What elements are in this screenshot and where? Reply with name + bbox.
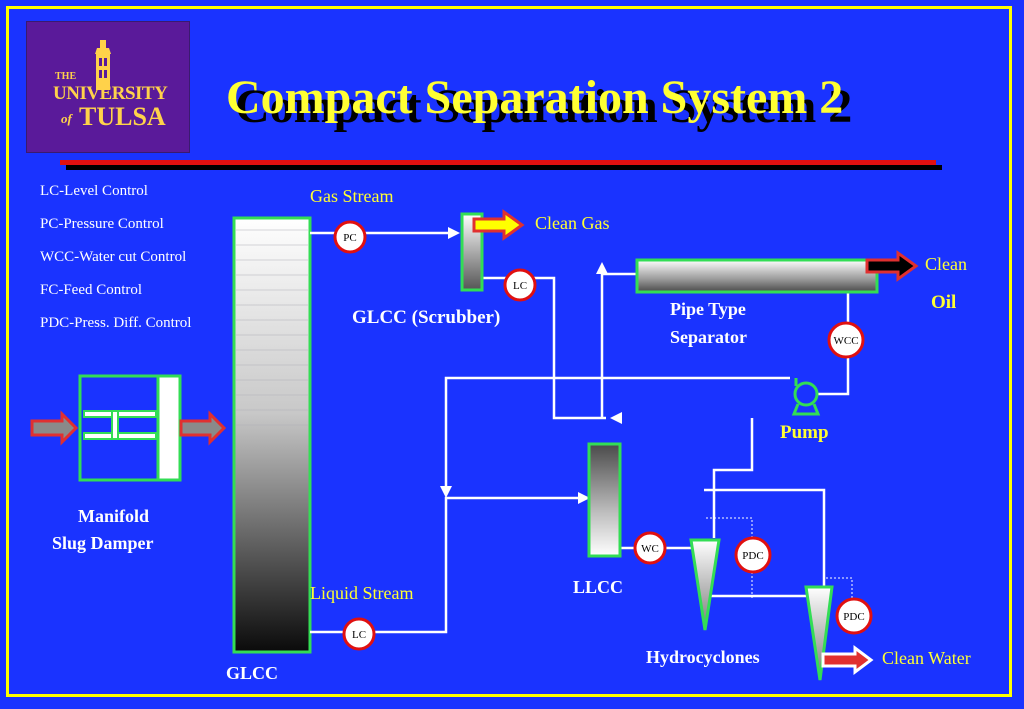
- lc-bottom-controller: LC: [342, 617, 376, 651]
- llcc-vessel: [587, 442, 622, 558]
- legend-wcc: WCC-Water cut Control: [40, 249, 187, 265]
- pump-label: Pump: [780, 422, 829, 443]
- title-shadow: Compact Separation System 2: [235, 80, 853, 133]
- lc-scrubber-controller: LC: [503, 268, 537, 302]
- glcc-scrubber-vessel: [460, 212, 484, 292]
- hydrocyclone-1: [689, 538, 721, 631]
- clean-oil-label-2: Oil: [931, 292, 957, 313]
- glcc-column: [232, 216, 312, 654]
- llcc-label: LLCC: [573, 577, 624, 597]
- logo-the: THE: [55, 71, 77, 82]
- wc-label: WC: [641, 543, 659, 555]
- lc-scrubber-label: LC: [513, 280, 527, 292]
- pdc-controller-1: PDC: [734, 536, 772, 574]
- title-underline-shadow: [66, 165, 942, 170]
- wcc-controller: WCC: [827, 321, 865, 359]
- pipe-type-separator: [635, 258, 879, 294]
- slug-damper-label: Slug Damper: [52, 533, 154, 553]
- logo-university: UNIVERSITY: [53, 83, 168, 104]
- title-block: Compact Separation System 2 Compact Sepa…: [226, 70, 926, 140]
- clean-gas-arrow: [472, 209, 525, 241]
- manifold-label: Manifold: [78, 506, 150, 526]
- page-title: Compact Separation System 2: [226, 71, 844, 124]
- slide-border: [6, 6, 1012, 697]
- inlet-arrow: [30, 410, 79, 446]
- clean-water-label: Clean Water: [882, 648, 971, 668]
- clean-oil-arrow: [865, 250, 919, 282]
- manifold-outlet-arrow: [179, 410, 227, 446]
- tower-icon: [95, 40, 111, 90]
- gas-stream-label: Gas Stream: [310, 186, 394, 206]
- university-logo: THE UNIVERSITY of TULSA: [26, 21, 190, 153]
- legend-lc: LC-Level Control: [40, 183, 148, 199]
- hydrocyclone-2: [804, 585, 834, 681]
- pump-icon: [791, 378, 821, 416]
- process-lines: [310, 231, 850, 634]
- lc-bottom-label: LC: [352, 629, 366, 641]
- clean-water-arrow: [821, 645, 874, 675]
- glcc-label: GLCC: [226, 663, 279, 683]
- glcc-scrubber-label: GLCC (Scrubber): [352, 307, 501, 328]
- legend-fc: FC-Feed Control: [40, 282, 143, 298]
- hydrocyclones-label: Hydrocyclones: [646, 647, 760, 667]
- wc-controller: WC: [633, 531, 667, 565]
- pc-controller-label: PC: [343, 232, 356, 244]
- pdc1-label: PDC: [742, 550, 763, 562]
- liquid-stream-label: Liquid Stream: [310, 583, 414, 603]
- pdc-controller-2: PDC: [835, 597, 873, 635]
- flow-arrowheads: [440, 227, 622, 504]
- logo-of: of: [61, 111, 72, 126]
- logo-tulsa: TULSA: [79, 102, 166, 131]
- separator-label: Separator: [670, 327, 747, 347]
- pc-controller: PC: [333, 220, 367, 254]
- pipe-type-label: Pipe Type: [670, 299, 746, 319]
- pdc2-label: PDC: [843, 611, 864, 623]
- title-underline-red: [60, 160, 936, 165]
- manifold-slug-damper: [78, 374, 182, 482]
- clean-gas-label: Clean Gas: [535, 213, 610, 233]
- legend-pdc: PDC-Press. Diff. Control: [40, 315, 192, 331]
- glcc-striping: [236, 229, 308, 426]
- legend-pc: PC-Pressure Control: [40, 216, 164, 232]
- clean-oil-label-1: Clean: [925, 254, 967, 274]
- wcc-label: WCC: [833, 335, 858, 347]
